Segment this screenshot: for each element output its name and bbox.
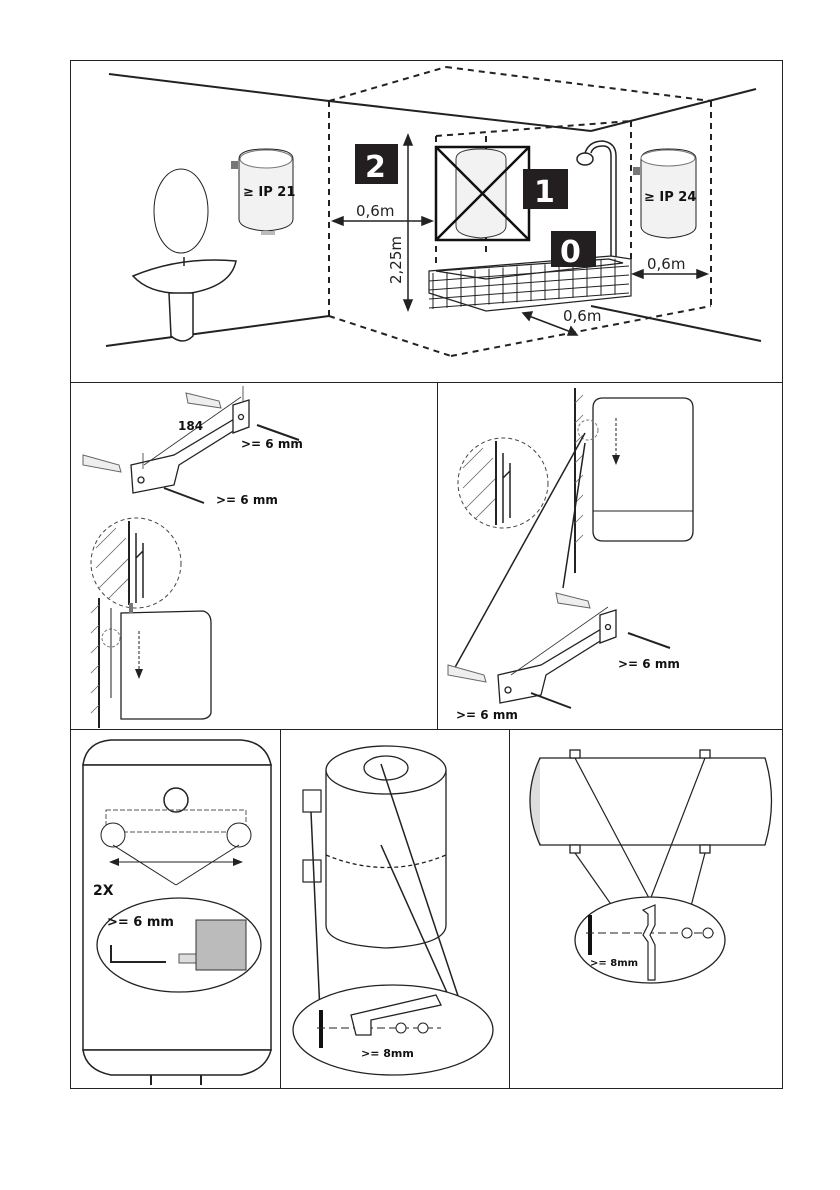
zone-0-badge: 0 [551, 231, 596, 270]
quantity-label: 2X [93, 883, 114, 899]
spacing-label: 184 [178, 419, 203, 433]
nut-icon [417, 1022, 429, 1034]
svg-text:2: 2 [365, 150, 386, 185]
sink [131, 257, 237, 342]
bolt-label: >= 8mm [361, 1047, 414, 1060]
wall-bracket [497, 609, 617, 704]
height-label: 2,25m [387, 236, 405, 284]
wall-block [195, 919, 247, 971]
ip-rating-right: ≥ IP 24 [644, 190, 696, 205]
prohibited-heater [434, 145, 531, 242]
hook-mount-drawing: 2X >= 6 mm [82, 739, 272, 1085]
water-heater-cylinder [325, 745, 447, 949]
bolt-label: >= 8mm [590, 958, 638, 969]
arrow-down-icon [135, 669, 143, 679]
screw-icon [530, 632, 671, 709]
screw-label-top: >= 6 mm [241, 437, 303, 451]
screw-label-top: >= 6 mm [618, 657, 680, 671]
detail-magnifier: >= 8mm [292, 984, 494, 1076]
bracket-drawing: 184 >= 6 mm >= 6 mm [82, 386, 303, 728]
wall-plug-icon [447, 592, 591, 683]
bathroom-zones-drawing: ≥ IP 21 ≥ IP 24 2 1 0 [105, 66, 762, 357]
hook-screw-icon [110, 945, 166, 963]
horizontal-bolt-mount-panel: >= 8mm [509, 729, 783, 1089]
detail-magnifier: >= 6 mm [96, 897, 262, 993]
shower [576, 140, 617, 261]
svg-text:0: 0 [560, 235, 581, 270]
floor-line [105, 315, 330, 347]
arrow-down-icon [612, 455, 620, 465]
ip-rating-left: ≥ IP 21 [243, 185, 295, 200]
bathtub-tiles [428, 258, 630, 309]
detail-magnifier [457, 437, 549, 529]
vertical-bolt-drawing: >= 8mm [292, 745, 494, 1076]
vertical-bolt-mount-panel: >= 8mm [280, 729, 510, 1089]
bracket-mount-alt-panel: >= 6 mm >= 6 mm [437, 382, 783, 730]
bathroom-zones-panel: ≥ IP 21 ≥ IP 24 2 1 0 [70, 60, 783, 383]
detail-magnifier: >= 8mm [574, 896, 726, 984]
water-heater-ip21: ≥ IP 21 [231, 148, 295, 235]
screw-icon [163, 424, 300, 504]
mount-bracket-icon [231, 161, 238, 169]
water-heater-side [90, 598, 212, 728]
tile-line [428, 292, 630, 309]
hook-mount-panel: 2X >= 6 mm [70, 729, 281, 1089]
zone-1-badge: 1 [523, 169, 568, 210]
dist-left-label: 0,6m [356, 202, 394, 220]
dist-front-arrow [528, 315, 572, 333]
bracket-alt-drawing: >= 6 mm >= 6 mm [447, 388, 694, 722]
tile-line [428, 274, 630, 291]
screw-label-bottom: >= 6 mm [456, 708, 518, 722]
screw-label: >= 6 mm [107, 915, 174, 930]
spacing-dimension [143, 396, 242, 466]
detail-magnifier [90, 517, 182, 609]
water-heater-side [577, 397, 694, 542]
wall-plug-icon [82, 392, 222, 473]
water-heater-ip24: ≥ IP 24 [633, 148, 697, 239]
water-heater-horizontal [529, 749, 773, 854]
dist-right-label: 0,6m [647, 255, 685, 273]
nut-icon [702, 927, 714, 939]
hanger-bracket [641, 904, 656, 981]
wall-bracket [130, 399, 250, 494]
mirror [153, 168, 209, 254]
washer-icon [395, 1022, 407, 1034]
washer-icon [681, 927, 693, 939]
svg-text:1: 1 [534, 175, 555, 210]
tile-line [428, 283, 630, 300]
dist-front-label: 0,6m [563, 307, 601, 325]
bracket-mount-panel: 184 >= 6 mm >= 6 mm [70, 382, 438, 730]
tile-line [428, 265, 630, 282]
horizontal-bolt-drawing: >= 8mm [529, 749, 773, 984]
ceiling-line [108, 73, 330, 102]
screw-label-bottom: >= 6 mm [216, 493, 278, 507]
zone-2-badge: 2 [355, 144, 398, 185]
hanger-bracket [350, 994, 442, 1036]
